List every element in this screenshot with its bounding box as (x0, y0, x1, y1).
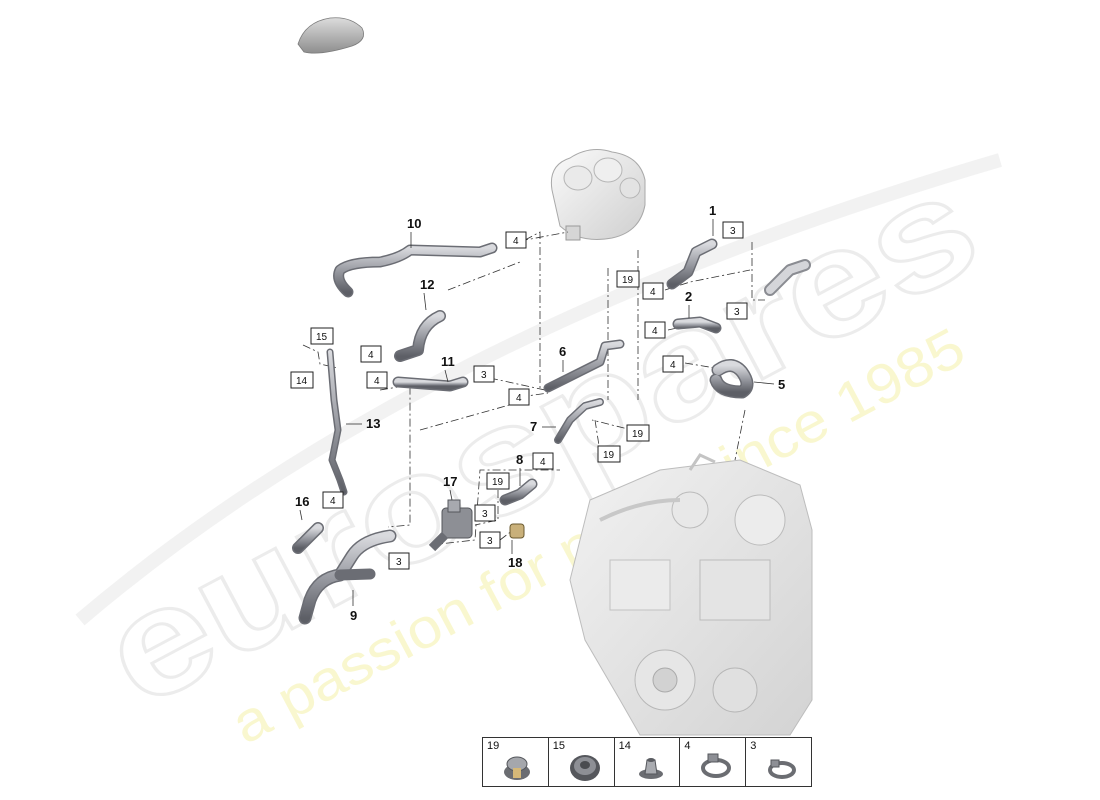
svg-text:19: 19 (622, 275, 634, 286)
box-ref-19-d: 19 (486, 472, 510, 490)
callout-17: 17 (443, 474, 457, 489)
svg-text:3: 3 (482, 509, 488, 520)
svg-text:4: 4 (652, 326, 658, 337)
svg-text:4: 4 (540, 457, 546, 468)
callout-5: 5 (778, 377, 785, 392)
callout-8: 8 (516, 452, 523, 467)
watermark-brand: eurospares (76, 139, 1003, 738)
legend-cell-19: 19 (483, 738, 549, 786)
box-ref-3-a: 3 (722, 221, 744, 239)
box-ref-14: 14 (290, 371, 314, 389)
box-ref-4-a: 4 (505, 231, 527, 249)
hose-clamp-icon (701, 753, 732, 778)
svg-text:4: 4 (516, 393, 522, 404)
callout-9: 9 (350, 608, 357, 623)
box-ref-3-c: 3 (473, 365, 495, 383)
svg-text:4: 4 (513, 236, 519, 247)
engine-block (569, 453, 813, 736)
svg-text:4: 4 (368, 350, 374, 361)
hose-clamp-small-icon (768, 759, 797, 779)
box-ref-15: 15 (310, 327, 334, 345)
legend-cell-15: 15 (549, 738, 615, 786)
box-ref-19-c: 19 (597, 445, 621, 463)
svg-text:19: 19 (603, 450, 615, 461)
legend-cell-4: 4 (680, 738, 747, 786)
callout-12: 12 (420, 277, 434, 292)
svg-text:3: 3 (734, 307, 740, 318)
callout-leaders (299, 219, 775, 606)
legend-number: 4 (684, 740, 691, 752)
callout-18: 18 (508, 555, 522, 570)
fitting-18 (509, 523, 525, 539)
box-ref-4-e: 4 (360, 345, 382, 363)
svg-text:3: 3 (730, 226, 736, 237)
box-ref-19-b: 19 (626, 424, 650, 442)
svg-text:4: 4 (330, 496, 336, 507)
expansion-tank (550, 149, 646, 241)
callout-6: 6 (559, 344, 566, 359)
svg-text:3: 3 (481, 370, 487, 381)
callout-11: 11 (441, 354, 455, 369)
svg-text:4: 4 (670, 360, 676, 371)
box-ref-3-d: 3 (474, 504, 496, 522)
box-ref-4-b: 4 (642, 282, 664, 300)
legend-number: 14 (618, 740, 631, 752)
legend-cell-3: 3 (746, 738, 811, 786)
box-ref-4-g: 4 (508, 388, 530, 406)
legend-number: 3 (750, 740, 757, 752)
parts-legend: 19 15 14 4 3 (482, 737, 812, 787)
svg-text:3: 3 (396, 557, 402, 568)
grommet-icon (504, 756, 530, 780)
box-ref-19-a: 19 (616, 270, 640, 288)
legend-number: 15 (552, 740, 566, 752)
legend-number: 19 (487, 740, 500, 752)
svg-text:15: 15 (316, 332, 328, 343)
hoses (292, 238, 811, 625)
callout-numbers: 1 2 5 6 7 8 9 10 11 12 13 16 17 18 (295, 203, 785, 623)
callout-7: 7 (530, 419, 537, 434)
box-ref-4-h: 4 (532, 452, 554, 470)
svg-text:4: 4 (374, 376, 380, 387)
box-ref-4-c: 4 (644, 321, 666, 339)
boxed-labels: 3 3 3 3 3 3 4 4 4 4 4 4 4 4 4 14 15 19 1… (290, 221, 748, 570)
svg-text:4: 4 (650, 287, 656, 298)
svg-text:19: 19 (492, 477, 504, 488)
callout-13: 13 (366, 416, 380, 431)
svg-text:14: 14 (296, 376, 308, 387)
box-ref-4-f: 4 (366, 371, 388, 389)
grommet-small-icon (638, 758, 663, 779)
callout-2: 2 (685, 289, 692, 304)
car-thumbnail-icon (297, 17, 365, 54)
box-ref-3-f: 3 (388, 552, 410, 570)
box-ref-4-d: 4 (662, 355, 684, 373)
callout-16: 16 (295, 494, 309, 509)
legend-cell-14: 14 (615, 738, 681, 786)
svg-text:19: 19 (632, 429, 644, 440)
box-ref-3-b: 3 (726, 302, 748, 320)
box-ref-3-e: 3 (479, 531, 501, 549)
svg-text:3: 3 (487, 536, 493, 547)
box-ref-4-i: 4 (322, 491, 344, 509)
callout-10: 10 (407, 216, 421, 231)
callout-1: 1 (709, 203, 716, 218)
plug-icon (569, 755, 600, 781)
valve-17 (428, 499, 473, 552)
watermark: eurospares a passion for parts since 198… (75, 138, 1005, 756)
